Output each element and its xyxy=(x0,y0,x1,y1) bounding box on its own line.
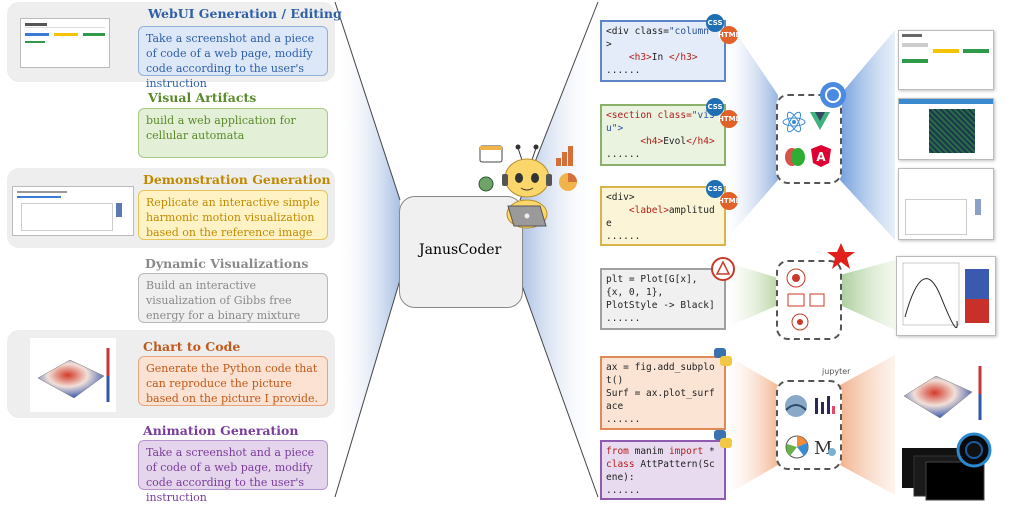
code-html-section: <section class="vis u"> <h4>Evol</h4> ..… xyxy=(600,104,726,166)
code-html-column: <div class="column > <h3>In </h3> ...... xyxy=(600,20,726,82)
wolfram-icon xyxy=(827,243,855,269)
chart-thumbnail xyxy=(30,338,116,412)
task-desc-demonstration: Replicate an interactive simple harmonic… xyxy=(138,190,328,240)
python-icon xyxy=(714,430,732,448)
task-desc-chart: Generate the Python code that can reprod… xyxy=(138,356,328,406)
python-libraries-box: M xyxy=(776,380,842,470)
css-badge-icon: CSS xyxy=(706,98,724,116)
react-icon xyxy=(782,111,806,133)
task-title-demonstration: Demonstration Generation xyxy=(143,172,331,187)
web-frameworks-box: A xyxy=(776,94,842,184)
task-desc-dynamic: Build an interactive visualization of Gi… xyxy=(138,273,328,323)
code-manim-scene: from manim import * class AttPattern(Sc … xyxy=(600,440,726,500)
demonstration-thumbnail xyxy=(12,186,134,236)
task-title-dynamic: Dynamic Visualizations xyxy=(145,256,309,271)
januscoder-label: JanusCoder xyxy=(419,242,502,258)
task-desc-visual: build a web application for cellular aut… xyxy=(138,108,328,158)
output-cellular-automata-preview xyxy=(898,98,994,160)
css-badge-icon: CSS xyxy=(706,14,724,32)
svg-text:A: A xyxy=(816,150,826,164)
wolfram-notebooks-box xyxy=(776,260,842,340)
html-badge-icon: HTML xyxy=(718,26,740,44)
playwright-icon xyxy=(785,148,805,166)
wolfram-notebook-icons xyxy=(786,268,825,331)
task-desc-webui: Take a screenshot and a piece of code of… xyxy=(138,26,328,90)
angular-icon: A xyxy=(811,145,831,167)
output-gibbs-preview xyxy=(896,256,996,336)
output-animation-frames xyxy=(902,432,992,501)
robot-mascot-icon xyxy=(478,144,577,229)
code-mathematica-plot: plt = Plot[G[x], {x, 0, 1}, PlotStyle ->… xyxy=(600,268,726,330)
output-harmonic-preview xyxy=(898,168,994,240)
manim-icon: M xyxy=(814,438,836,459)
plotly-icon xyxy=(815,396,835,414)
chromium-icon xyxy=(820,82,846,108)
css-badge-icon: CSS xyxy=(706,180,724,198)
task-desc-animation: Take a screenshot and a piece of code of… xyxy=(138,440,328,504)
svg-text:M: M xyxy=(814,438,832,459)
code-html-label: <div> <label>amplitud e ...... xyxy=(600,186,726,246)
task-title-chart: Chart to Code xyxy=(143,339,241,354)
task-title-animation: Animation Generation xyxy=(143,423,299,438)
vue-icon xyxy=(810,112,830,130)
januscoder-card xyxy=(399,196,523,308)
task-title-webui: WebUI Generation / Editing xyxy=(148,6,342,21)
task-title-visual: Visual Artifacts xyxy=(148,90,257,105)
output-webui-preview xyxy=(898,30,994,90)
html-badge-icon: HTML xyxy=(718,110,740,128)
html-badge-icon: HTML xyxy=(718,192,740,210)
python-icon xyxy=(714,348,732,366)
wolfram-icon xyxy=(711,257,735,281)
matplotlib-icon xyxy=(785,435,809,459)
code-python-surface: ax = fig.add_subplo t() Surf = ax.plot_s… xyxy=(600,356,726,430)
output-surface-chart xyxy=(903,366,982,420)
jupyter-icon: jupyter xyxy=(822,367,851,376)
webui-thumbnail xyxy=(20,18,110,68)
seaborn-icon xyxy=(785,395,807,417)
